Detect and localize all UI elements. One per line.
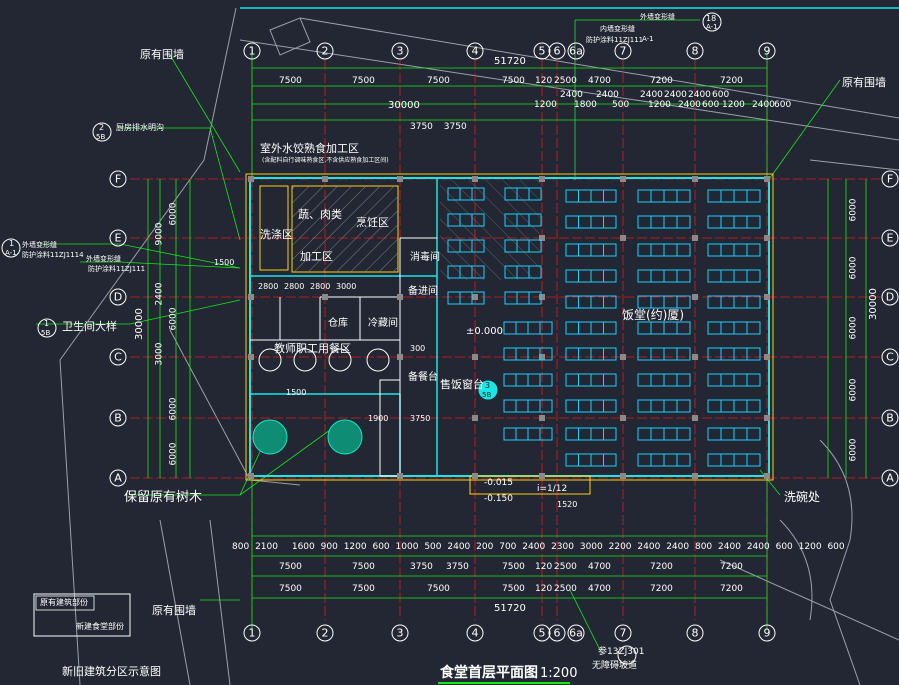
axis-row-right-E-label: E: [887, 232, 894, 245]
axis-col-bot-6-label: 6: [554, 627, 561, 640]
axis-col-bot-5-circle: [533, 624, 551, 642]
axis-col-top-6-circle: [548, 42, 566, 60]
axis-row-right-B-circle: [881, 409, 899, 427]
axis-col-bot-8-circle: [686, 624, 704, 642]
axis-row-right-D-circle: [881, 288, 899, 306]
axis-row-right-A-label: A: [886, 472, 894, 485]
axis-col-bot-6a-circle: [567, 624, 585, 642]
cooking-hatch: [292, 186, 398, 272]
axis-row-left-D-circle: [109, 288, 127, 306]
table-b-4: [504, 291, 542, 305]
zone-legend: [33, 593, 131, 637]
axis-col-top-1-label: 1: [249, 45, 256, 58]
axis-col-bot-1-circle: [243, 624, 261, 642]
round-tables: [258, 348, 390, 372]
axis-row-left-E-label: E: [115, 232, 122, 245]
axis-col-bot-7-label: 7: [620, 627, 627, 640]
axis-col-top-3-circle: [391, 42, 409, 60]
axis-col-bot-4-circle: [466, 624, 484, 642]
axis-row-right-D-label: D: [886, 291, 894, 304]
axis-col-bot-2-circle: [316, 624, 334, 642]
axis-col-top-4-circle: [466, 42, 484, 60]
table-b-2: [504, 239, 542, 253]
axis-col-bot-5-label: 5: [539, 627, 546, 640]
axis-col-top-9-circle: [758, 42, 776, 60]
axis-col-top-4-label: 4: [472, 45, 479, 58]
axis-col-top-9-label: 9: [764, 45, 771, 58]
prep-hatch: [440, 180, 540, 280]
axis-col-top-3-label: 3: [397, 45, 404, 58]
axis-row-right-F-circle: [881, 170, 899, 188]
axis-row-left-C-circle: [109, 348, 127, 366]
axis-col-top-7-label: 7: [620, 45, 627, 58]
axis-col-bot-9-label: 9: [764, 627, 771, 640]
axis-row-right-B-label: B: [886, 412, 894, 425]
axis-row-left-E-circle: [109, 229, 127, 247]
tree-symbols: [252, 419, 363, 455]
axis-col-bot-7-circle: [614, 624, 632, 642]
axis-col-top-1-circle: [243, 42, 261, 60]
axis-col-bot-6-circle: [548, 624, 566, 642]
axis-col-bot-4-label: 4: [472, 627, 479, 640]
dimension-lines: [36, 19, 867, 651]
table-a-3: [447, 265, 485, 279]
axis-row-right-E-circle: [881, 229, 899, 247]
table-a-0: [447, 187, 485, 201]
table-a-1: [447, 213, 485, 227]
axis-row-left-D-label: D: [114, 291, 122, 304]
axis-col-bot-2-label: 2: [322, 627, 329, 640]
axis-col-top-2-circle: [316, 42, 334, 60]
axis-col-top-2-label: 2: [322, 45, 329, 58]
table-b-1: [504, 213, 542, 227]
axis-row-left-B-circle: [109, 409, 127, 427]
axis-row-left-C-label: C: [114, 351, 122, 364]
axis-row-left-B-label: B: [114, 412, 122, 425]
axis-col-bot-6a-label: 6a: [569, 627, 583, 640]
axis-col-top-6a-label: 6a: [569, 45, 583, 58]
axis-row-left-A-circle: [109, 469, 127, 487]
table-b-3: [504, 265, 542, 279]
table-a-4: [447, 291, 485, 305]
building-walls: [245, 173, 774, 495]
axis-row-left-F-label: F: [115, 173, 121, 186]
axis-col-bot-9-circle: [758, 624, 776, 642]
axis-col-top-7-circle: [614, 42, 632, 60]
axis-col-top-6a-circle: [567, 42, 585, 60]
table-a-2: [447, 239, 485, 253]
axis-col-top-5-label: 5: [539, 45, 546, 58]
axis-col-top-8-label: 8: [692, 45, 699, 58]
axis-col-bot-3-label: 3: [397, 627, 404, 640]
axis-col-top-5-circle: [533, 42, 551, 60]
table-b-0: [504, 187, 542, 201]
axis-row-right-A-circle: [881, 469, 899, 487]
axis-col-bot-8-label: 8: [692, 627, 699, 640]
axis-row-right-F-label: F: [887, 173, 893, 186]
axis-col-bot-3-circle: [391, 624, 409, 642]
detail-tags: [1, 12, 722, 665]
dining-tables: [447, 187, 761, 467]
axis-col-bot-1-label: 1: [249, 627, 256, 640]
axis-row-right-C-label: C: [886, 351, 894, 364]
axis-row-right-C-circle: [881, 348, 899, 366]
axis-row-left-F-circle: [109, 170, 127, 188]
axis-col-top-6-label: 6: [554, 45, 561, 58]
axis-row-left-A-label: A: [114, 472, 122, 485]
axis-col-top-8-circle: [686, 42, 704, 60]
